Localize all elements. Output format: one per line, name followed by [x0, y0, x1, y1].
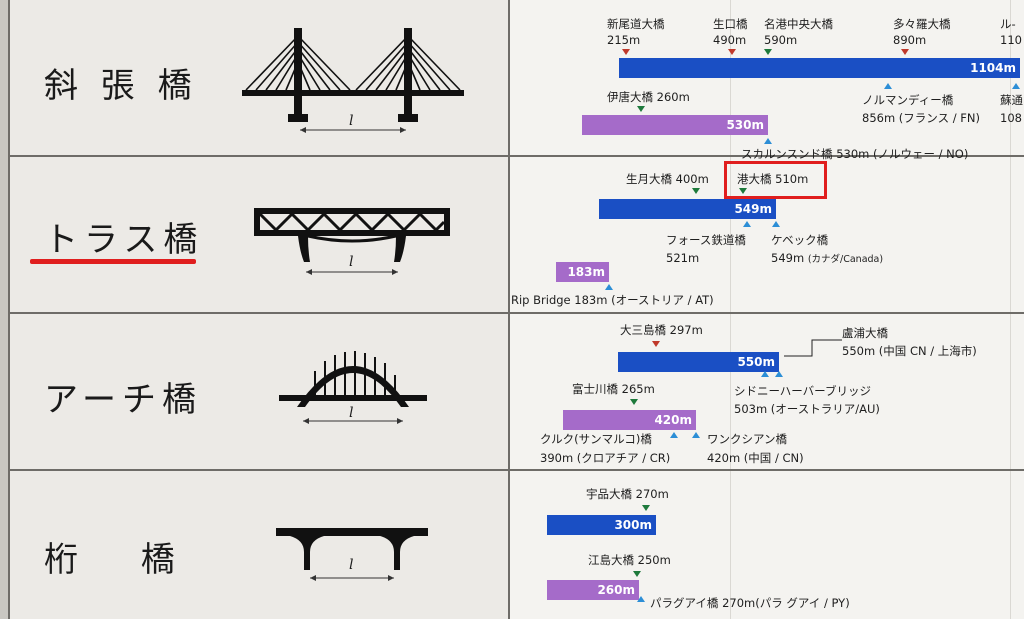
bridge-name: クルク(サンマルコ)橋: [540, 432, 652, 446]
bridge-name: 盧浦大橋: [842, 326, 888, 340]
bridge-name: 生口橋: [713, 17, 748, 31]
row-panel-arch: [10, 314, 508, 470]
marker-overseas: [670, 432, 678, 438]
bridge-label: 大三島橋 297m: [620, 323, 703, 337]
span-symbol: l: [349, 557, 354, 573]
chart-panel-truss: [508, 157, 1024, 313]
bridge-label: 江島大橋 250m: [588, 553, 671, 567]
bridge-span: 490m: [713, 33, 747, 47]
row-panel-cable-stayed: [10, 0, 508, 156]
marker-overseas: [761, 371, 769, 377]
row-title-girder: 桁 橋: [44, 540, 181, 580]
marker-overseas: [637, 596, 645, 602]
marker-overseas: [692, 432, 700, 438]
row-title-truss: トラス橋: [44, 220, 204, 260]
bridge-span: 390m (クロアチア / CR): [540, 451, 671, 465]
girder-bridge-icon: [276, 528, 428, 581]
bridge-name: シドニーハーバーブリッジ: [734, 384, 871, 398]
bridge-label: 生月大橋 400m: [626, 172, 709, 186]
marker-overseas: [772, 221, 780, 227]
bar-overseas-max: 183m: [556, 262, 609, 282]
title-underline: [30, 259, 196, 264]
truss-bridge-icon: [254, 208, 450, 275]
highlight-box: [724, 161, 827, 199]
bridge-name: ワンクシアン橋: [707, 432, 788, 446]
span-symbol: l: [349, 113, 354, 129]
bridge-span: 110: [1000, 33, 1022, 47]
bridge-name: ル-: [1000, 17, 1016, 31]
bar-overseas-max: 420m: [563, 410, 696, 430]
bridge-name: 新尾道大橋: [607, 17, 665, 31]
bridge-name: ノルマンディー橋: [862, 93, 954, 107]
row-divider: [10, 155, 1024, 157]
marker-domestic: [652, 341, 660, 347]
bridge-label: Rip Bridge 183m (オーストリア / AT): [511, 293, 714, 307]
arch-bridge-icon: [279, 351, 427, 424]
bridge-name: 多々羅大橋: [893, 17, 951, 31]
leader-line: [784, 339, 842, 357]
row-panel-girder: [10, 471, 508, 619]
bridge-span: 108: [1000, 111, 1022, 125]
bridge-span: 420m (中国 / CN): [707, 451, 804, 465]
bar-overseas-max: 260m: [547, 580, 639, 600]
bar-overseas-max: 530m: [582, 115, 768, 135]
bridge-span: 215m: [607, 33, 641, 47]
bar-domestic-max: 1104m: [619, 58, 1020, 78]
marker-domestic: [692, 188, 700, 194]
bridge-name: 蘇通: [1000, 93, 1023, 107]
chart-panel-arch: [508, 314, 1024, 470]
row-divider: [10, 469, 1024, 471]
cable-stayed-bridge-icon: [242, 28, 464, 133]
bar-domestic-max: 549m: [599, 199, 776, 219]
bridge-label: 宇品大橋 270m: [586, 487, 669, 501]
marker-domestic: [642, 505, 650, 511]
bridge-label: 富士川橋 265m: [572, 382, 655, 396]
bridge-span: 890m: [893, 33, 927, 47]
marker-domestic: [637, 106, 645, 112]
bridge-span: 503m (オーストラリア/AU): [734, 402, 880, 416]
bridge-span: 550m (中国 CN / 上海市): [842, 344, 977, 358]
grid-line: [730, 0, 731, 619]
bridge-label: 伊唐大橋 260m: [607, 90, 690, 104]
bar-domestic-max: 550m: [618, 352, 779, 372]
marker-overseas: [884, 83, 892, 89]
bridge-span: 590m: [764, 33, 798, 47]
row-divider: [10, 312, 1024, 314]
marker-overseas: [764, 138, 772, 144]
left-border: [8, 0, 10, 619]
marker-domestic: [622, 49, 630, 55]
marker-domestic: [739, 188, 747, 194]
bridge-span: 856m (フランス / FN): [862, 111, 980, 125]
bridge-label-highlighted: 港大橋 510m: [737, 172, 809, 186]
span-symbol: l: [349, 405, 354, 421]
bridge-span: 521m: [666, 251, 700, 265]
marker-overseas: [743, 221, 751, 227]
marker-domestic: [901, 49, 909, 55]
marker-domestic: [728, 49, 736, 55]
bridge-label: スカルンスンド橋 530m (ノルウェー / NO): [741, 147, 969, 161]
column-divider: [508, 0, 510, 619]
marker-overseas: [605, 284, 613, 290]
grid-line: [1010, 0, 1011, 619]
marker-overseas: [1012, 83, 1020, 89]
marker-domestic: [633, 571, 641, 577]
marker-domestic: [630, 399, 638, 405]
bridge-label: パラグアイ橋 270m(パラ グアイ / PY): [650, 596, 850, 610]
marker-overseas: [775, 371, 783, 377]
bridge-span: 549m (カナダ/Canada): [771, 251, 884, 265]
bridge-name: フォース鉄道橋: [666, 233, 746, 247]
span-symbol: l: [349, 254, 354, 270]
bar-domestic-max: 300m: [547, 515, 656, 535]
bridge-name: 名港中央大橋: [764, 17, 833, 31]
row-title-arch: アーチ橋: [44, 380, 202, 420]
marker-domestic: [764, 49, 772, 55]
bridge-name: ケベック橋: [771, 233, 829, 247]
row-title-cable-stayed: 斜 張 橋: [44, 66, 198, 106]
